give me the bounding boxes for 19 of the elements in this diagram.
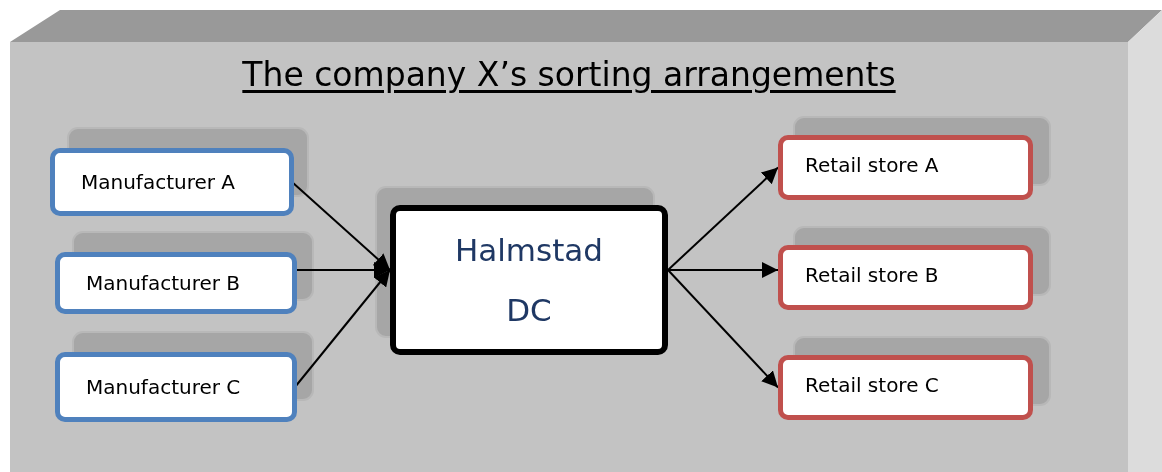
- store-box: [778, 355, 1033, 420]
- panel-box: [10, 10, 1162, 472]
- node-label: Retail store A: [805, 152, 939, 177]
- manufacturer-box: [55, 352, 297, 422]
- node-label: Retail store C: [805, 372, 939, 397]
- node-label: Manufacturer C: [86, 375, 241, 399]
- manufacturer-box: [55, 252, 297, 314]
- node-label: Manufacturer B: [86, 271, 241, 295]
- arrow: [667, 166, 779, 271]
- hub-box: [390, 205, 668, 355]
- node-label: Retail store B: [805, 262, 939, 287]
- store-box: [778, 135, 1033, 200]
- node-label: Manufacturer A: [81, 170, 236, 194]
- manufacturer-box: [50, 148, 294, 216]
- arrow: [667, 262, 779, 278]
- store-box: [778, 245, 1033, 310]
- arrow: [667, 269, 779, 389]
- node-label: Halmstad DC: [453, 230, 605, 330]
- panel-title: The company X’s sorting arrangements: [241, 55, 897, 94]
